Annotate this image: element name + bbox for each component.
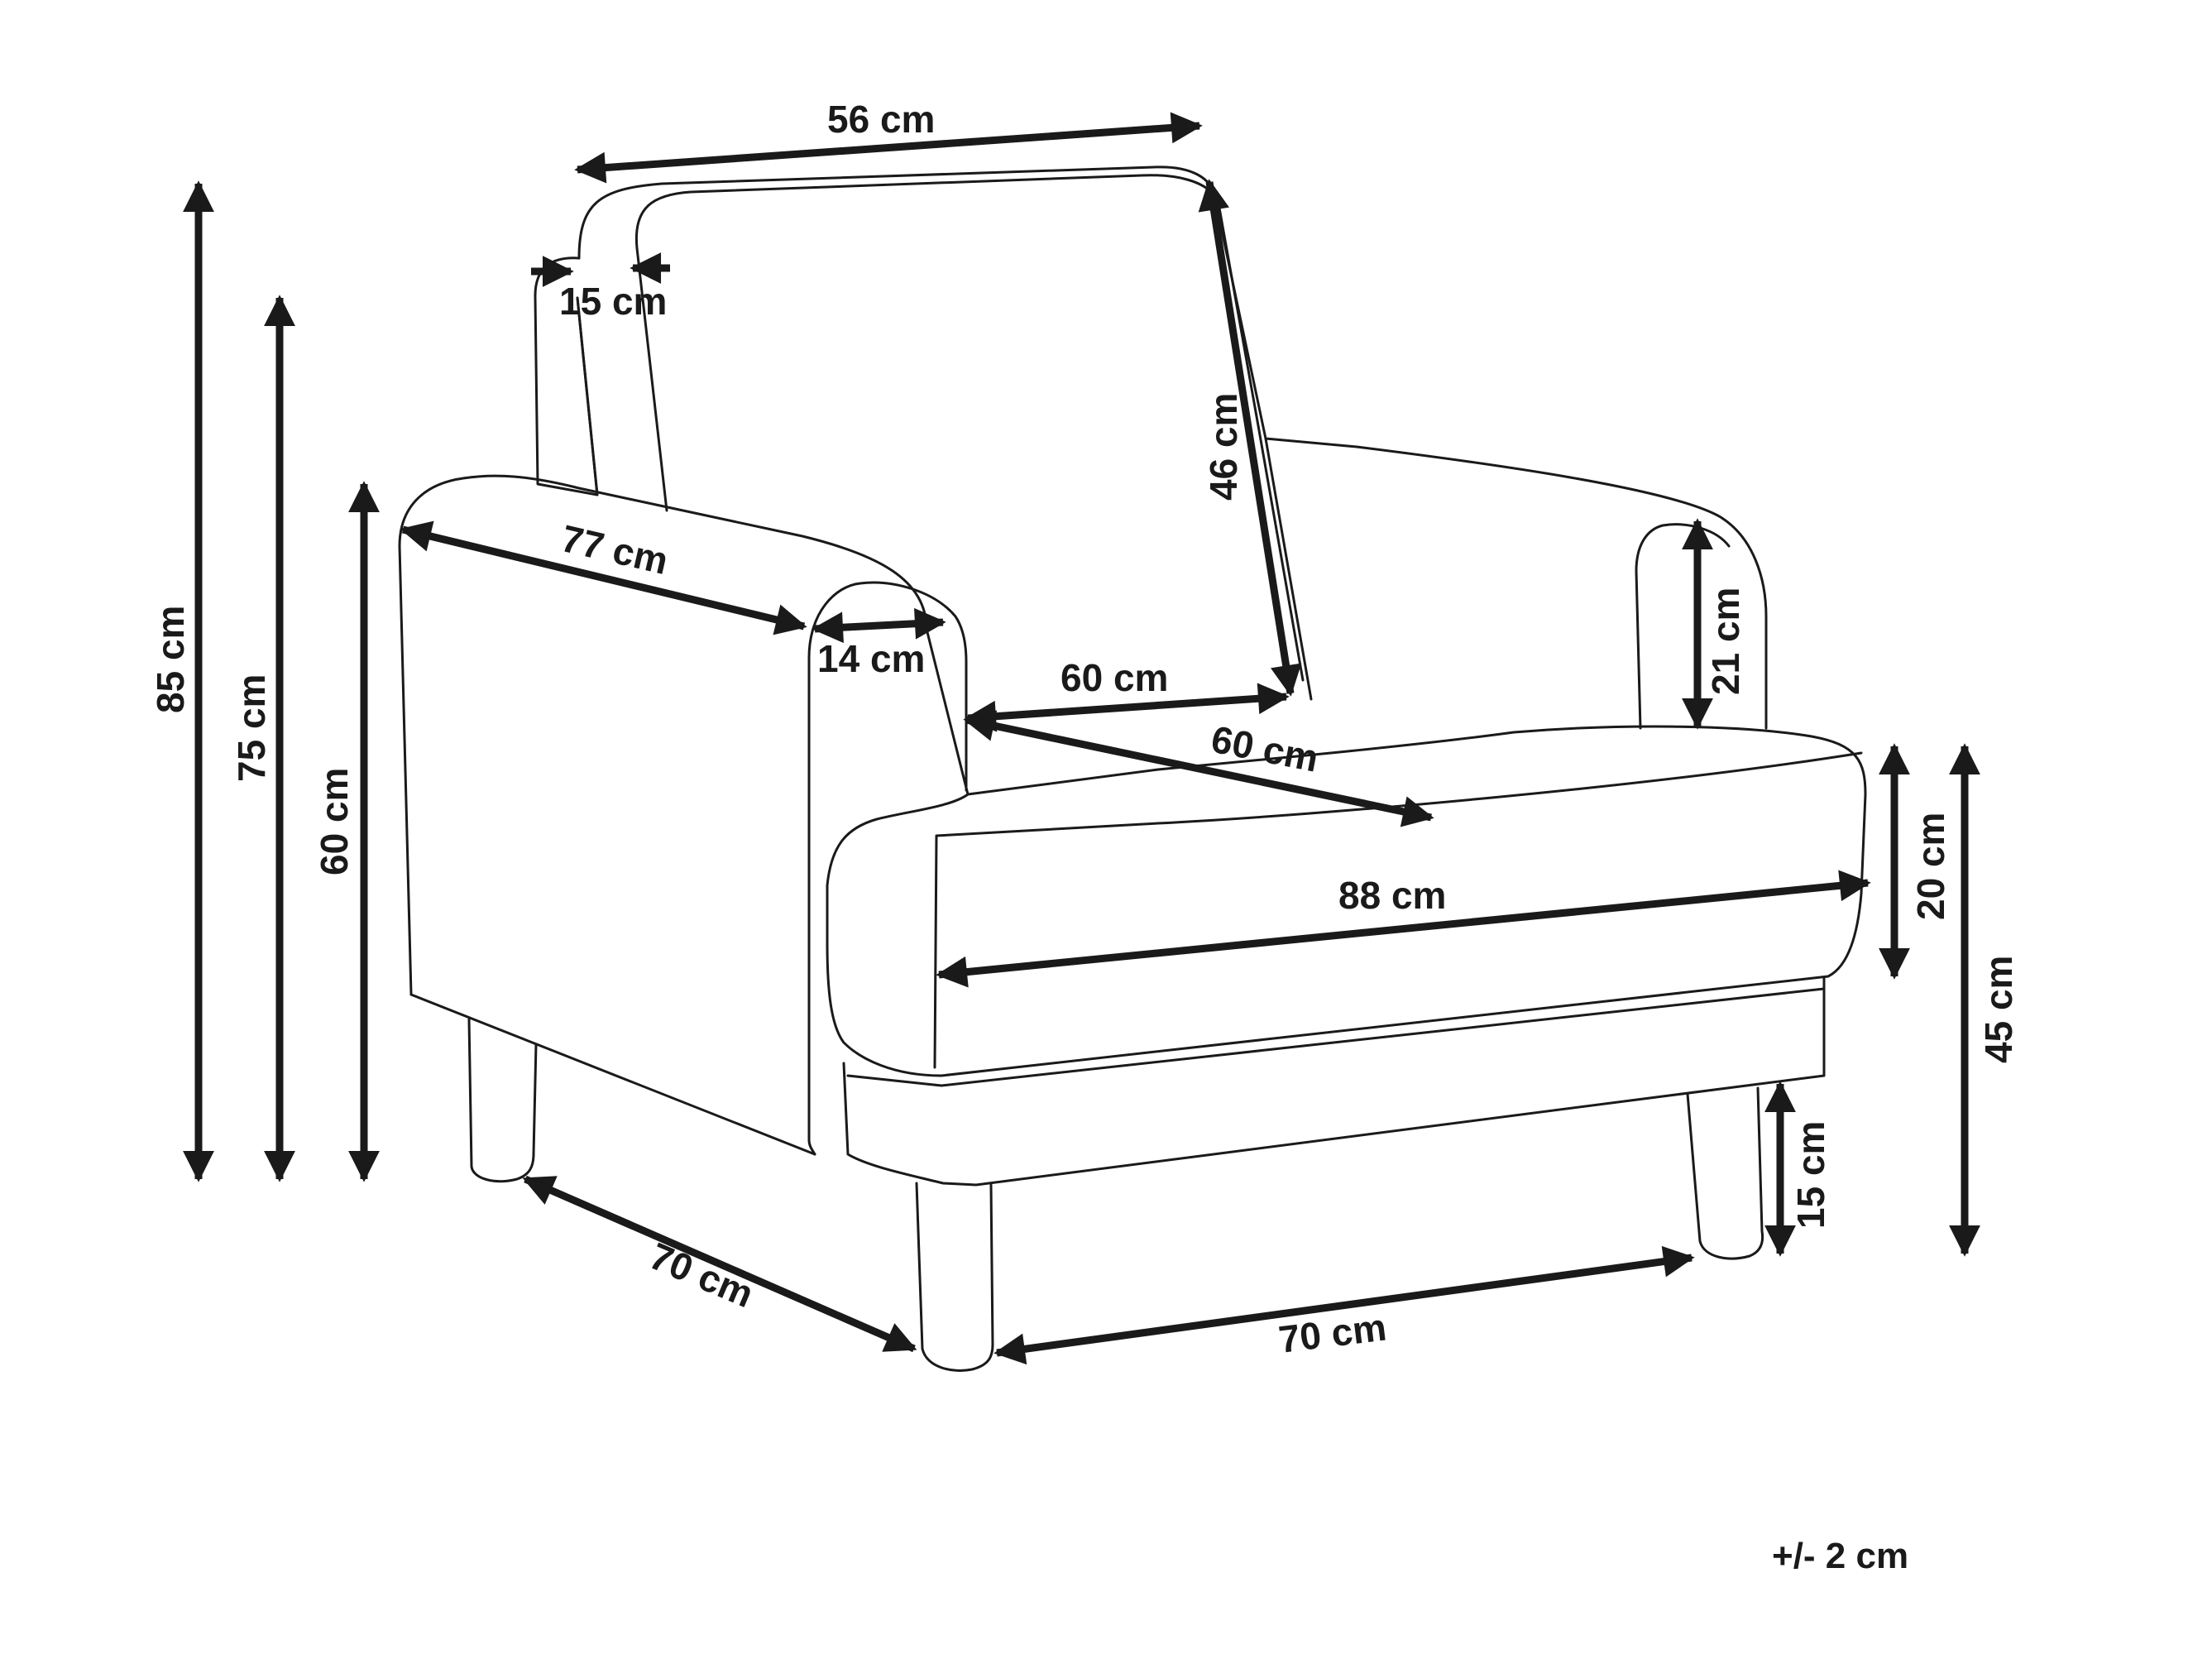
leg-back-left bbox=[467, 1018, 538, 1183]
label-total-height: 85 cm bbox=[149, 606, 192, 713]
dim-arrow-leg-span-width bbox=[993, 1245, 1695, 1365]
leg-front-right bbox=[1686, 1086, 1764, 1260]
left-arm bbox=[398, 474, 970, 996]
label-seat-height: 45 cm bbox=[1977, 956, 2020, 1063]
label-leg-height: 15 cm bbox=[1789, 1121, 1832, 1229]
label-total-width: 88 cm bbox=[1338, 874, 1446, 917]
back-cushion-outer bbox=[577, 165, 1218, 260]
right-arm bbox=[1264, 437, 1768, 730]
label-seat-width-top: 60 cm bbox=[1061, 656, 1168, 699]
base-frame-top bbox=[846, 987, 1826, 1087]
label-leg-span-depth: 70 cm bbox=[644, 1234, 759, 1316]
left-arm-front bbox=[807, 581, 968, 1156]
label-back-width: 56 cm bbox=[827, 98, 935, 141]
right-arm-front bbox=[1635, 523, 1731, 730]
tolerance-note: +/- 2 cm bbox=[1772, 1536, 1908, 1576]
armchair-drawing bbox=[398, 165, 1867, 1372]
label-back-thickness: 15 cm bbox=[559, 280, 667, 323]
label-cushion-height: 20 cm bbox=[1909, 813, 1952, 920]
dim-arrow-back-height bbox=[1198, 179, 1302, 697]
dim-arrow-leg-span-depth bbox=[522, 1175, 917, 1353]
label-armrest-height: 60 cm bbox=[313, 768, 356, 875]
dim-arrow-arm-depth bbox=[400, 520, 807, 635]
left-arm-side-bottom bbox=[409, 993, 816, 1156]
dim-arrow-back-width bbox=[574, 112, 1203, 184]
back-cushion-inner-edge bbox=[576, 296, 599, 496]
dim-arrow-seat-width-top bbox=[965, 683, 1290, 732]
dim-arrow-seat-depth bbox=[963, 710, 1434, 827]
base-frame bbox=[842, 976, 1826, 1187]
label-arm-height: 21 cm bbox=[1704, 587, 1747, 695]
label-back-top-height: 75 cm bbox=[230, 674, 273, 782]
label-arm-width: 14 cm bbox=[817, 637, 925, 680]
leg-front-left bbox=[915, 1182, 994, 1372]
label-back-height: 46 cm bbox=[1202, 393, 1245, 501]
dimension-labels: 56 cm 15 cm 46 cm 77 cm 14 cm 60 cm 60 c… bbox=[149, 98, 2020, 1576]
dim-arrow-arm-width bbox=[812, 607, 946, 644]
dimension-arrows bbox=[183, 112, 1980, 1365]
dim-arrow-total-width bbox=[936, 870, 1871, 988]
